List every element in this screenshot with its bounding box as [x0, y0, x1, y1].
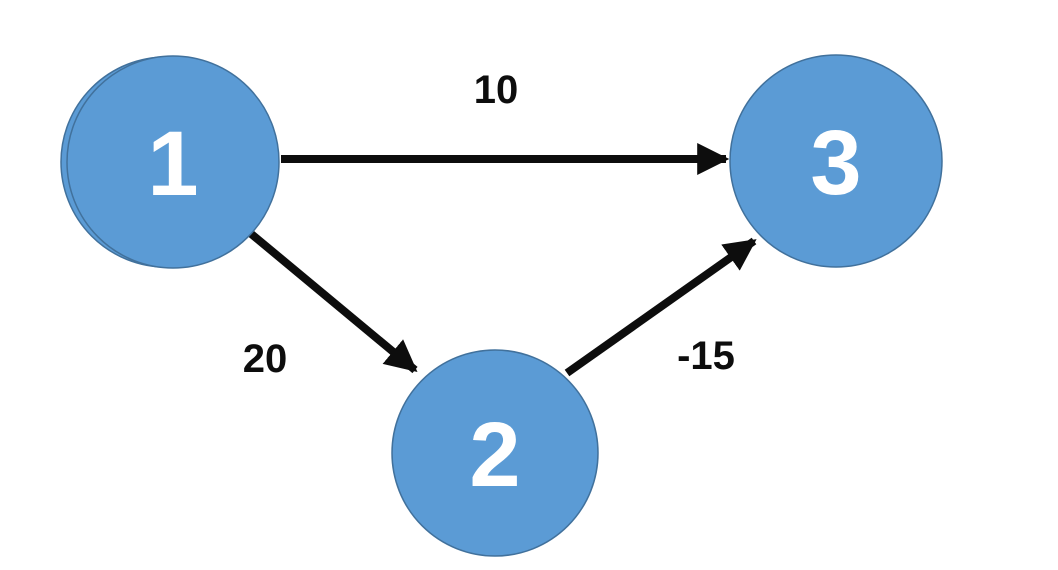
- node-3-label: 3: [810, 112, 861, 214]
- node-2: 2: [391, 349, 599, 557]
- node-3: 3: [729, 54, 943, 268]
- edge-2-3-weight-label: -15: [677, 334, 735, 378]
- edge-2-3: -15: [564, 237, 757, 378]
- edge-1-2-weight-label: 20: [243, 337, 288, 381]
- node-1-label: 1: [147, 113, 198, 215]
- edge-1-2-arrow: [246, 228, 418, 374]
- edge-1-3-weight-label: 10: [474, 68, 519, 112]
- node-2-circle: [391, 349, 599, 557]
- node-1: 1: [66, 55, 280, 269]
- node-2-label: 2: [469, 404, 520, 506]
- edge-2-3-arrow: [564, 237, 757, 377]
- edge-1-2: 20: [243, 228, 418, 381]
- edge-1-3: 10: [281, 68, 730, 175]
- node-3-circle: [729, 54, 943, 268]
- node-1-circle: [66, 55, 280, 269]
